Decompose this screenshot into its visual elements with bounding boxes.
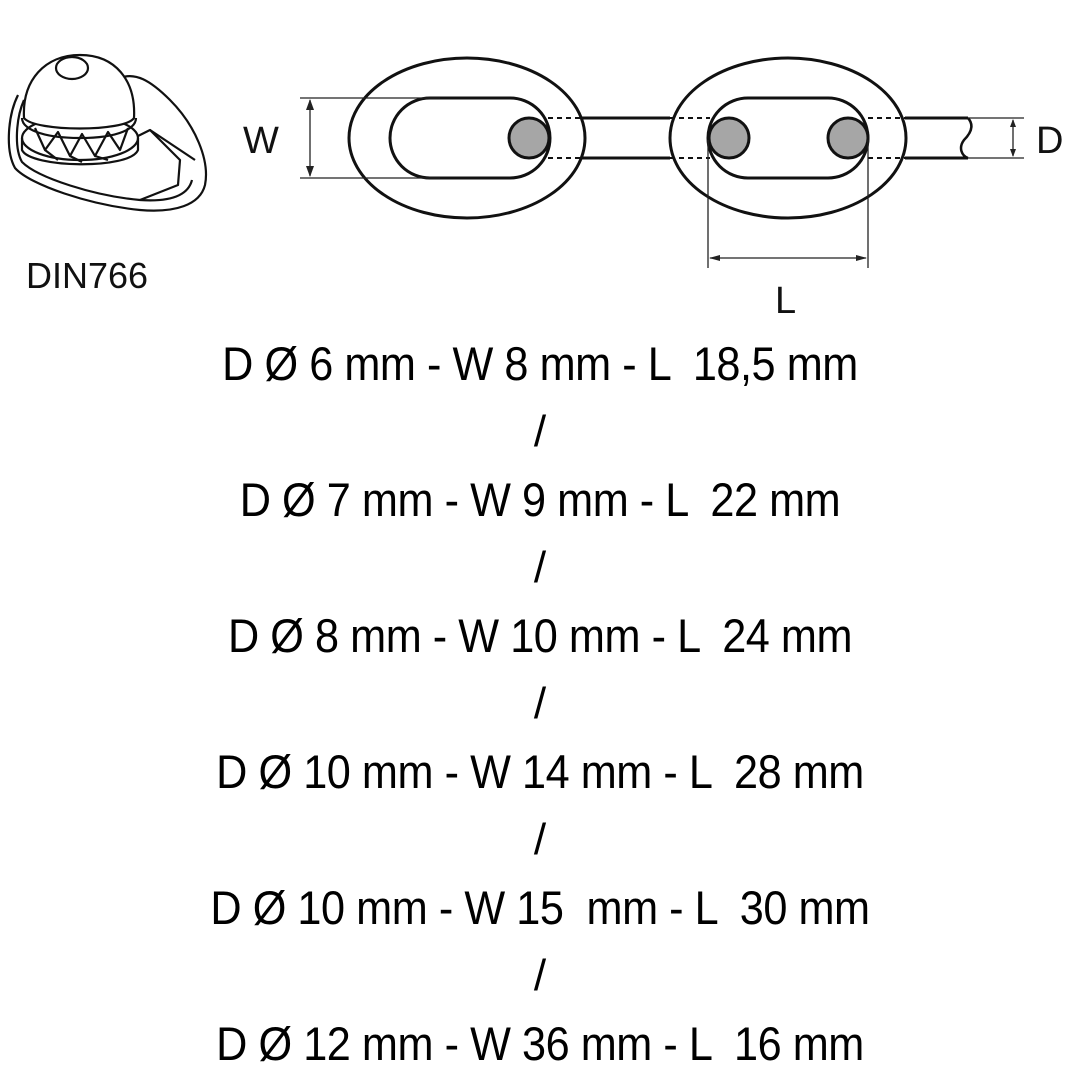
- length-dimension: [707, 140, 869, 268]
- spec-separator: /: [533, 815, 547, 864]
- spec-separator: /: [533, 679, 547, 728]
- diameter-label: D: [1036, 120, 1063, 162]
- spec-line: D Ø 7 mm - W 9 mm - L 22 mm: [239, 473, 841, 526]
- spec-separator: /: [533, 407, 547, 456]
- spec-line: D Ø 10 mm - W 15 mm - L 30 mm: [210, 881, 870, 934]
- windlass-gypsy-icon: [7, 53, 208, 212]
- chain-links: [347, 56, 973, 220]
- width-label: W: [243, 120, 279, 162]
- width-dimension: [300, 97, 440, 179]
- spec-separator: /: [533, 543, 547, 592]
- diameter-dimension: [968, 117, 1024, 159]
- spec-line: D Ø 10 mm - W 14 mm - L 28 mm: [216, 745, 864, 798]
- spec-separator: /: [533, 951, 547, 1000]
- spec-line: D Ø 12 mm - W 36 mm - L 16 mm: [216, 1017, 864, 1070]
- spec-line: D Ø 6 mm - W 8 mm - L 18,5 mm: [222, 337, 858, 390]
- spec-line: D Ø 8 mm - W 10 mm - L 24 mm: [227, 609, 853, 662]
- spec-list: D Ø 6 mm - W 8 mm - L 18,5 mm / D Ø 7 mm…: [0, 330, 1080, 1078]
- chain-diagram: DIN766: [0, 0, 1080, 330]
- length-label: L: [775, 280, 796, 322]
- standard-label: DIN766: [26, 255, 148, 296]
